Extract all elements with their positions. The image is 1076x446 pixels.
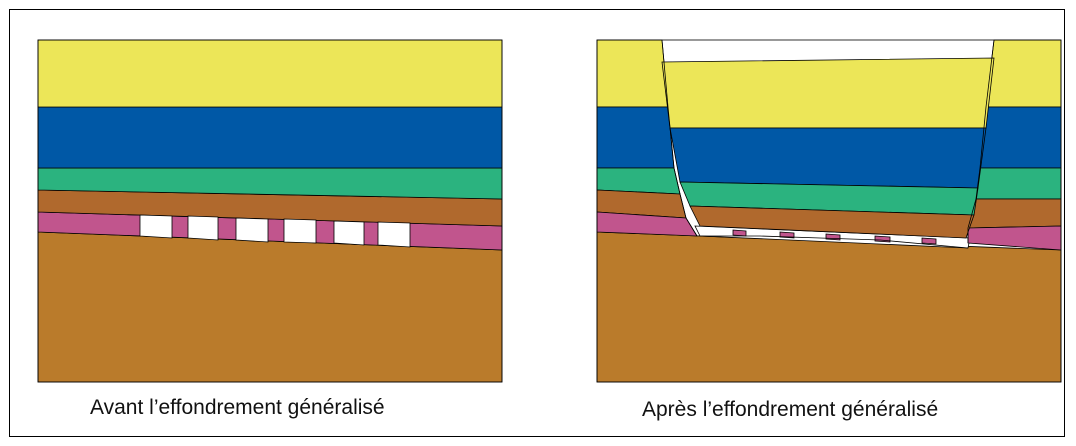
left-wall-blue <box>596 106 675 169</box>
base-layer <box>596 231 1062 383</box>
right-wall-brown <box>967 198 1062 229</box>
left-wall-green <box>596 167 681 195</box>
before-panel <box>37 39 503 383</box>
void-6 <box>377 221 411 248</box>
figure-frame <box>9 9 1065 437</box>
blue-layer <box>37 106 503 169</box>
pillar-5 <box>921 237 937 245</box>
caption-before: Avant l’effondrement généralisé <box>90 396 385 419</box>
void-2 <box>187 215 219 241</box>
void-5 <box>333 220 365 246</box>
sunk-brown <box>689 205 975 239</box>
before-panel-outline <box>37 39 503 383</box>
left-wall-yellow <box>596 39 669 108</box>
right-wall-yellow <box>985 39 1062 108</box>
sunk-yellow <box>661 57 995 129</box>
right-wall-green <box>975 167 1062 200</box>
void-4 <box>283 218 317 244</box>
fracture-lines <box>661 39 995 249</box>
void-3 <box>235 217 269 243</box>
pillar-1 <box>732 229 747 237</box>
after-panel <box>596 39 1062 383</box>
pillar-3 <box>825 233 841 241</box>
yellow-layer <box>37 39 503 108</box>
void-1 <box>139 214 173 239</box>
right-wall-blue <box>979 106 1062 169</box>
sunk-blue <box>669 127 987 189</box>
mined-voids <box>139 214 411 248</box>
base-layer <box>37 231 503 383</box>
caption-after: Après l’effondrement généralisé <box>642 398 939 421</box>
right-wall-pink <box>967 225 1062 251</box>
